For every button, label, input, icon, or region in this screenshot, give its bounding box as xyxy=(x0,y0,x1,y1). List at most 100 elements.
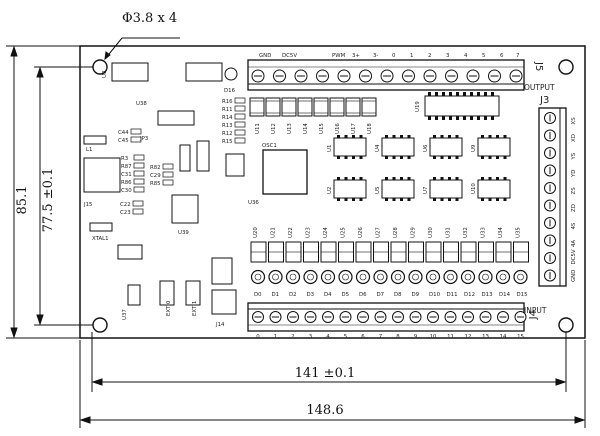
component-label: R87 xyxy=(121,164,132,170)
j3-pin-label: 4A xyxy=(571,240,577,247)
component-label: C44 xyxy=(118,130,129,136)
chip-label: U6 xyxy=(423,144,429,152)
j15-label: J15 xyxy=(83,202,92,208)
chip-u36-label: U36 xyxy=(248,200,259,206)
chip-exti0-label: EXTI0 xyxy=(166,300,172,316)
j3-pin-label: GND xyxy=(571,270,577,282)
j5-pin-label: 5 xyxy=(482,53,485,59)
component-label: C29 xyxy=(150,173,161,179)
j4-pin-label: 3 xyxy=(309,334,312,340)
chip-u1 xyxy=(333,137,367,157)
j5-pin-label: 7 xyxy=(516,53,519,59)
j3-terminal-block xyxy=(538,107,567,287)
input-opto-label: U34 xyxy=(498,227,504,238)
j3-pin-label: ZD xyxy=(571,204,577,212)
opto-coupler xyxy=(345,97,361,117)
chip-label: U4 xyxy=(375,144,381,152)
opto-label: U12 xyxy=(271,123,277,134)
chip-u4 xyxy=(381,137,415,157)
component-label: R11 xyxy=(222,107,233,113)
height-dimension-lines xyxy=(6,45,93,339)
component-label: R3 xyxy=(121,156,128,162)
input-opto-label: U25 xyxy=(341,227,347,238)
input-opto-label: U28 xyxy=(393,227,399,238)
chip-u6 xyxy=(429,137,463,157)
component-label: R12 xyxy=(222,131,233,137)
j4-terminal-block xyxy=(247,302,527,332)
component-label: C23 xyxy=(120,210,131,216)
opto-coupler xyxy=(329,97,345,117)
j4-pin-label: 10 xyxy=(430,334,437,340)
chip-l1-label: L1 xyxy=(86,147,92,153)
chip-label: U2 xyxy=(327,187,333,194)
input-opto-label: U32 xyxy=(463,227,469,238)
j5-pin-label: GND xyxy=(259,53,271,59)
j4-pin-label: 11 xyxy=(447,334,454,340)
opto-coupler xyxy=(281,97,297,117)
input-opto-label: U26 xyxy=(358,227,364,238)
led-label: D3 xyxy=(307,292,315,298)
component-label: R13 xyxy=(222,123,233,129)
j5-caption: OUTPUT xyxy=(524,83,555,92)
chip-u7 xyxy=(429,179,463,199)
component-label: R82 xyxy=(150,165,161,171)
mounting-hole xyxy=(558,59,574,75)
led-label: D1 xyxy=(272,292,280,298)
component-label: R85 xyxy=(150,181,161,187)
opto-label: U18 xyxy=(367,123,373,134)
j4-name: J4 xyxy=(528,310,539,320)
chip-label: U9 xyxy=(471,144,477,152)
j4-pin-label: 15 xyxy=(517,334,524,340)
hole-spec-callout xyxy=(104,37,180,61)
j4-pin-label: 4 xyxy=(326,334,330,340)
j5-pin-label: 1 xyxy=(410,53,413,59)
input-opto-label: U21 xyxy=(271,227,277,238)
j5-pin-label: 2 xyxy=(428,53,431,59)
led-label: D15 xyxy=(517,292,528,298)
chip-label: U7 xyxy=(423,187,429,194)
j5-terminal-block xyxy=(247,59,525,91)
chip-label: U10 xyxy=(471,183,477,194)
width-inner-text: 141 ±0.1 xyxy=(295,366,356,381)
height-outer-text: 85.1 xyxy=(15,186,30,215)
j4-pin-label: 12 xyxy=(465,334,472,340)
component-label: R16 xyxy=(222,99,233,105)
j3-pin-label: YS xyxy=(571,152,577,160)
chip-osc1-label: OSC1 xyxy=(262,143,277,149)
led-label: D9 xyxy=(412,292,420,298)
j4-caption: INPUT xyxy=(524,306,547,315)
j3-pin-label: YD xyxy=(571,170,577,178)
small-square-chip xyxy=(171,194,199,224)
chip-u39-label: U39 xyxy=(178,230,189,236)
opto-coupler xyxy=(361,97,377,117)
j4-pin-label: 2 xyxy=(291,334,294,340)
width-outer-text: 148.6 xyxy=(306,403,343,418)
j3-pin-label: 4S xyxy=(571,222,577,229)
input-opto-label: U22 xyxy=(288,227,294,238)
chip-xtal1-label: XTAL1 xyxy=(92,236,109,242)
opto-coupler xyxy=(313,97,329,117)
j3-pin-label: DC5V xyxy=(571,249,577,264)
j14-label: J14 xyxy=(215,322,225,328)
led-label: D10 xyxy=(429,292,441,298)
input-opto-label: U23 xyxy=(306,227,312,238)
j5-name: J5 xyxy=(533,61,544,71)
width-dimension-lines xyxy=(79,332,586,428)
opto-coupler xyxy=(265,97,281,117)
j5-pin-label: PWM xyxy=(332,53,346,59)
input-opto-label: U27 xyxy=(376,227,382,238)
left-components xyxy=(83,62,238,315)
chip-label: U5 xyxy=(375,187,381,194)
j3-pin-label: ZS xyxy=(571,187,577,195)
mounting-hole xyxy=(92,317,108,333)
j4-pin-label: 7 xyxy=(379,334,382,340)
input-opto-label: U24 xyxy=(323,227,329,238)
chip-jp3-label: JP3 xyxy=(139,136,148,142)
chip-u38-label: U38 xyxy=(136,101,147,107)
j4-pin-label: 8 xyxy=(396,334,400,340)
input-opto-label: U33 xyxy=(481,227,487,238)
j5-pin-label: 0 xyxy=(392,53,396,59)
led-label: D8 xyxy=(394,292,402,298)
led-label: D7 xyxy=(377,292,385,298)
